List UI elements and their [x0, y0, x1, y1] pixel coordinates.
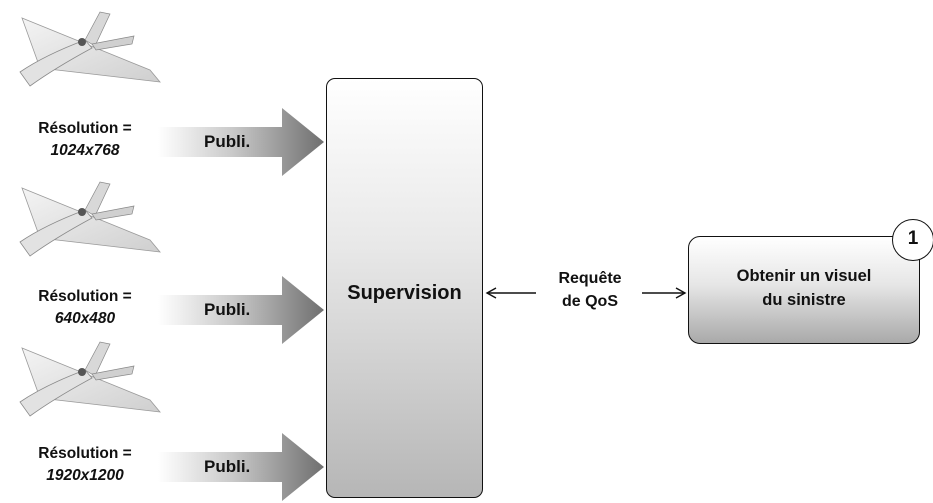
- goal-number-badge: 1: [892, 219, 933, 261]
- publish-arrow-1: [158, 108, 324, 176]
- publish-arrow-2: [158, 276, 324, 344]
- qos-connector: [485, 287, 687, 299]
- drone-icon: [19, 11, 161, 87]
- qos-line-1: Requête: [558, 270, 622, 287]
- resolution-title: Résolution =: [38, 445, 132, 462]
- resolution-value: 640x480: [54, 310, 116, 327]
- goal-label: Obtenir un visuel du sinistre: [688, 264, 920, 312]
- goal-box: [688, 236, 920, 344]
- publish-label-3: Publi.: [204, 457, 251, 476]
- resolution-label-1: Résolution = 1024x768: [0, 118, 170, 162]
- qos-line-2: de QoS: [561, 293, 618, 310]
- goal-line-1: Obtenir un visuel: [736, 267, 872, 285]
- supervision-label: Supervision: [347, 282, 462, 304]
- resolution-title: Résolution =: [38, 288, 132, 305]
- goal-line-2: du sinistre: [762, 291, 846, 309]
- resolution-label-2: Résolution = 640x480: [0, 286, 170, 330]
- resolution-value: 1024x768: [50, 142, 120, 159]
- drone-icon: [19, 181, 161, 257]
- publish-arrow-3: [158, 433, 324, 501]
- resolution-label-3: Résolution = 1920x1200: [0, 443, 170, 487]
- qos-request-label: Requête de QoS: [530, 267, 650, 313]
- drone-icon: [19, 341, 161, 417]
- resolution-title: Résolution =: [38, 120, 132, 137]
- publish-label-2: Publi.: [204, 300, 251, 319]
- resolution-value: 1920x1200: [46, 467, 124, 484]
- supervision-box: [326, 78, 483, 498]
- publish-label-1: Publi.: [204, 132, 251, 151]
